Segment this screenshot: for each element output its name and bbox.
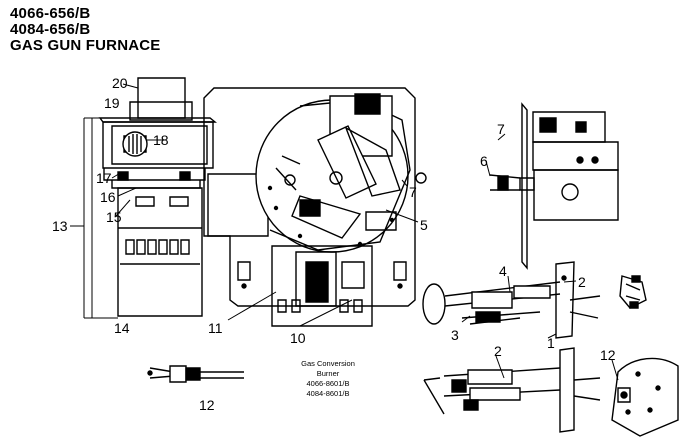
wire-plug: [148, 366, 244, 382]
model-number-2: 4084-656/B: [10, 21, 91, 38]
furnace-mount-plate: [204, 88, 426, 306]
control-board: [238, 246, 406, 326]
burner-caption: Gas Conversion Burner 4066-8601/B 4084-8…: [301, 359, 355, 398]
callout-7b: 7: [497, 121, 505, 137]
caption-line-4: 4084-8601/B: [307, 389, 350, 398]
round-plate: [612, 358, 678, 436]
callout-6: 6: [480, 153, 488, 169]
callout-labels: 20 19 18 17 16 15 13 14 11 10 7 5 7 6 4 …: [52, 75, 616, 413]
gas-valve: [490, 104, 618, 268]
callout-2a: 2: [578, 274, 586, 290]
callout-18: 18: [153, 132, 169, 148]
callout-4: 4: [499, 263, 507, 279]
caption-line-3: 4066-8601/B: [307, 379, 350, 388]
model-number-1: 4066-656/B: [10, 5, 91, 22]
callout-5: 5: [420, 217, 428, 233]
callout-13: 13: [52, 218, 68, 234]
callout-11: 11: [208, 320, 223, 336]
callout-20: 20: [112, 75, 128, 91]
callout-7a: 7: [409, 184, 417, 200]
burner-assembly: [84, 78, 215, 318]
callout-12b: 12: [600, 347, 616, 363]
callout-3: 3: [451, 327, 459, 343]
pilot-assembly: [423, 262, 646, 338]
diagram-title: GAS GUN FURNACE: [10, 37, 161, 54]
callout-15: 15: [106, 209, 122, 225]
callout-10: 10: [290, 330, 306, 346]
callout-19: 19: [104, 95, 120, 111]
lower-burner-assembly: [424, 348, 600, 432]
callout-2b: 2: [494, 343, 502, 359]
callout-14: 14: [114, 320, 130, 336]
caption-line-2: Burner: [317, 369, 340, 378]
callout-17: 17: [96, 170, 112, 186]
leader-lines: [70, 84, 618, 380]
callout-16: 16: [100, 189, 116, 205]
callout-12a: 12: [199, 397, 215, 413]
callout-1: 1: [547, 335, 555, 351]
caption-line-1: Gas Conversion: [301, 359, 355, 368]
